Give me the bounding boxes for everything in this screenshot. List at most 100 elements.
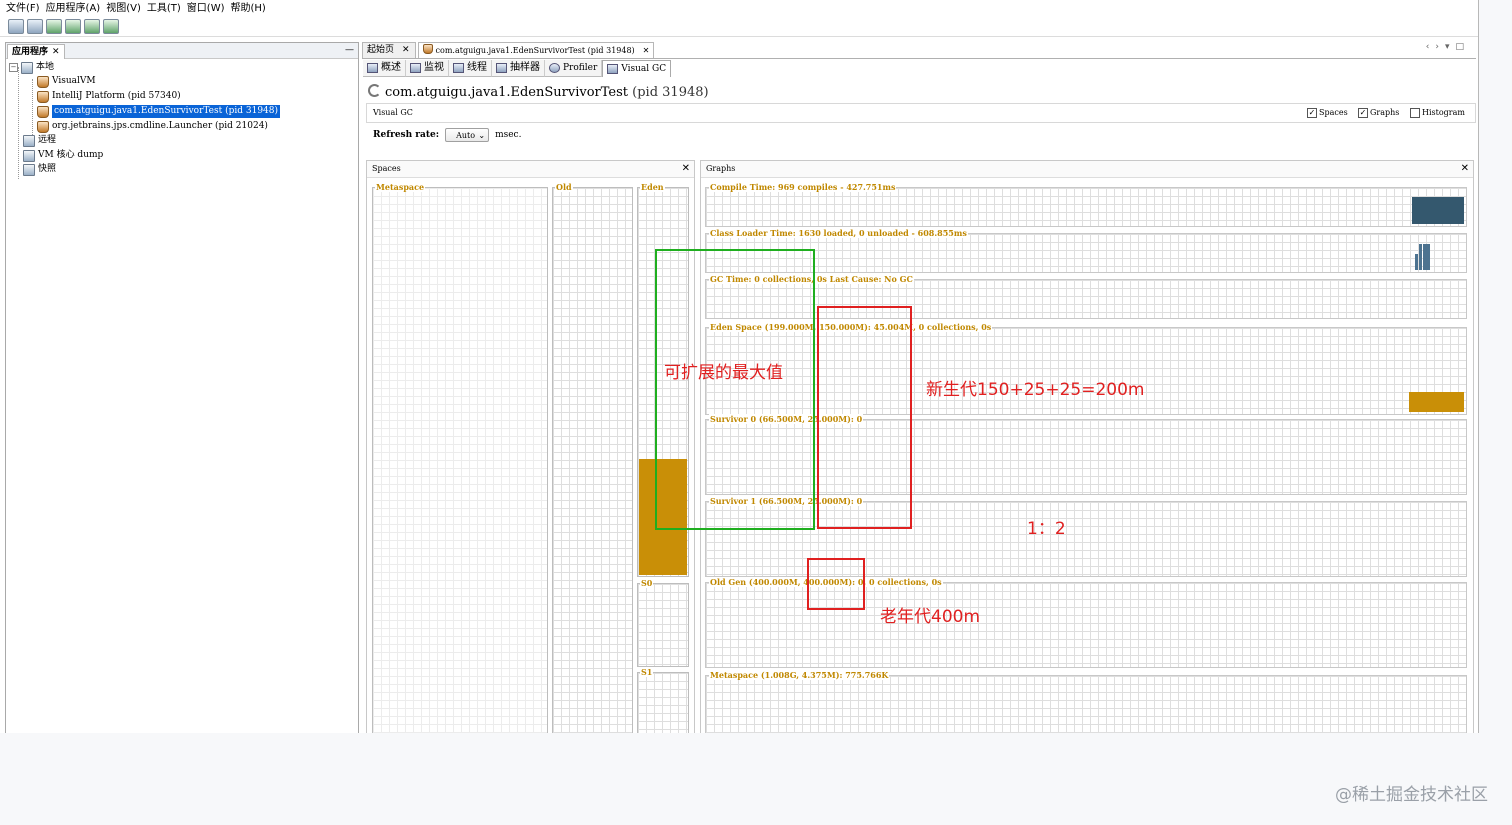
menu-file[interactable]: 文件(F) bbox=[6, 3, 40, 14]
tab-profiler[interactable]: Profiler bbox=[545, 60, 603, 77]
menu-view[interactable]: 视图(V) bbox=[106, 3, 141, 14]
profiler-icon bbox=[549, 63, 560, 73]
tab-overview-label: 概述 bbox=[381, 62, 401, 73]
metaspace-label: Metaspace bbox=[375, 182, 426, 192]
computer-icon bbox=[21, 61, 33, 74]
option-histogram[interactable]: Histogram bbox=[1410, 104, 1465, 122]
tree-label: com.atguigu.java1.EdenSurvivorTest (pid … bbox=[52, 105, 281, 118]
metaspace-graph: Metaspace (1.008G, 4.375M): 775.766K bbox=[705, 670, 1467, 733]
tab-monitor-label: 监视 bbox=[424, 62, 444, 73]
class-loader-spike bbox=[1415, 254, 1418, 270]
metaspace-gauge: Metaspace bbox=[372, 182, 548, 733]
option-spaces[interactable]: ✓Spaces bbox=[1307, 104, 1348, 122]
minimize-icon[interactable]: — bbox=[345, 45, 354, 55]
close-icon[interactable]: ✕ bbox=[52, 47, 60, 57]
threads-icon bbox=[453, 63, 464, 73]
tree-node-core-dump[interactable]: VM 核心 dump bbox=[23, 149, 103, 162]
java-app-icon bbox=[37, 120, 49, 133]
add-remote-host-icon[interactable] bbox=[65, 19, 81, 34]
tree-guide bbox=[18, 67, 19, 179]
load-dump-icon[interactable] bbox=[27, 19, 43, 34]
spaces-panel-header: Spaces ✕ bbox=[367, 161, 694, 178]
tree-node-edensurvivortest[interactable]: com.atguigu.java1.EdenSurvivorTest (pid … bbox=[37, 105, 281, 118]
tab-sampler[interactable]: 抽样器 bbox=[492, 60, 545, 77]
tab-overview[interactable]: 概述 bbox=[363, 60, 406, 77]
spaces-checkbox[interactable]: ✓ bbox=[1307, 108, 1317, 118]
old-gen-annotation-box bbox=[807, 558, 865, 610]
applications-tabbar: 应用程序✕ — bbox=[6, 43, 358, 59]
young-gen-annotation: 新生代150+25+25=200m bbox=[926, 380, 1145, 400]
graph-label: Survivor 0 (66.500M, 25.000M): 0 bbox=[709, 414, 864, 424]
tab-visual-gc[interactable]: Visual GC bbox=[602, 60, 672, 77]
young-gen-annotation-box bbox=[817, 306, 912, 529]
eden-label: Eden bbox=[640, 182, 665, 192]
graph-label: GC Time: 0 collections, 0s Last Cause: N… bbox=[709, 274, 914, 284]
option-graphs[interactable]: ✓Graphs bbox=[1358, 104, 1399, 122]
menu-applications[interactable]: 应用程序(A) bbox=[45, 3, 101, 14]
tree-node-intellij[interactable]: IntelliJ Platform (pid 57340) bbox=[37, 90, 181, 103]
close-icon[interactable]: ✕ bbox=[1460, 163, 1469, 174]
scroll-left-icon[interactable]: ‹ bbox=[1425, 42, 1436, 52]
close-icon[interactable]: ✕ bbox=[642, 46, 650, 55]
tab-applications[interactable]: 应用程序✕ bbox=[7, 44, 65, 59]
tab-sampler-label: 抽样器 bbox=[510, 62, 540, 73]
tab-threads[interactable]: 线程 bbox=[449, 60, 492, 77]
eden-fill bbox=[639, 458, 687, 575]
gc-time-graph: GC Time: 0 collections, 0s Last Cause: N… bbox=[705, 274, 1467, 319]
tree-label: 本地 bbox=[36, 62, 55, 72]
spaces-panel-title: Spaces bbox=[372, 164, 401, 173]
tree-node-snapshot[interactable]: 快照 bbox=[23, 163, 56, 176]
menubar: 文件(F) 应用程序(A) 视图(V) 工具(T) 窗口(W) 帮助(H) bbox=[0, 0, 1478, 17]
max-expand-annotation: 可扩展的最大值 bbox=[664, 363, 783, 383]
chevron-down-icon[interactable]: ▾ bbox=[1444, 42, 1456, 52]
refresh-rate-unit: msec. bbox=[495, 130, 522, 140]
refresh-spinner-icon bbox=[368, 84, 381, 97]
option-label: Spaces bbox=[1319, 108, 1348, 117]
menu-tools[interactable]: 工具(T) bbox=[146, 3, 181, 14]
tree-node-remote[interactable]: 远程 bbox=[23, 134, 56, 147]
class-loader-graph: Class Loader Time: 1630 loaded, 0 unload… bbox=[705, 228, 1467, 273]
survivor1-graph: Survivor 1 (66.500M, 25.000M): 0 bbox=[705, 496, 1467, 577]
menu-window[interactable]: 窗口(W) bbox=[186, 3, 225, 14]
add-vm-coredump-icon[interactable] bbox=[84, 19, 100, 34]
eden-space-graph: Eden Space (199.000M, 150.000M): 45.004M… bbox=[705, 322, 1467, 415]
eden-usage-bar bbox=[1409, 392, 1464, 412]
maximize-icon[interactable]: □ bbox=[1455, 42, 1470, 52]
option-label: Histogram bbox=[1422, 108, 1465, 117]
sampler-icon bbox=[496, 63, 507, 73]
graphs-checkbox[interactable]: ✓ bbox=[1358, 108, 1368, 118]
add-jmx-icon[interactable] bbox=[46, 19, 62, 34]
java-app-icon bbox=[423, 44, 433, 54]
old-gen-graph: Old Gen (400.000M, 400.000M): 0, 0 colle… bbox=[705, 577, 1467, 668]
scroll-right-icon[interactable]: › bbox=[1435, 42, 1445, 52]
old-gen-annotation: 老年代400m bbox=[880, 607, 981, 627]
tab-edensurvivortest[interactable]: com.atguigu.java1.EdenSurvivorTest (pid … bbox=[418, 42, 655, 58]
collapse-icon[interactable]: − bbox=[9, 63, 18, 72]
tree-node-visualvm[interactable]: VisualVM bbox=[37, 75, 96, 88]
load-snapshot-icon[interactable] bbox=[8, 19, 24, 34]
tree-label: VisualVM bbox=[52, 76, 96, 86]
tree-node-local[interactable]: − 本地 bbox=[9, 61, 54, 74]
tab-start-page-label: 起始页 bbox=[367, 45, 395, 55]
max-expand-annotation-box bbox=[655, 249, 815, 530]
tree-label: org.jetbrains.jps.cmdline.Launcher (pid … bbox=[52, 121, 268, 131]
histogram-checkbox[interactable] bbox=[1410, 108, 1420, 118]
graphs-panel-header: Graphs ✕ bbox=[701, 161, 1473, 178]
refresh-rate-select[interactable]: Auto⌄ bbox=[445, 128, 490, 142]
tree-label: 远程 bbox=[38, 135, 57, 145]
core-dump-icon bbox=[23, 149, 35, 162]
tree-node-jps-launcher[interactable]: org.jetbrains.jps.cmdline.Launcher (pid … bbox=[37, 120, 268, 133]
visualvm-window: 文件(F) 应用程序(A) 视图(V) 工具(T) 窗口(W) 帮助(H) 应用… bbox=[0, 0, 1479, 733]
visual-gc-label: Visual GC bbox=[373, 108, 413, 117]
tab-monitor[interactable]: 监视 bbox=[406, 60, 449, 77]
java-app-icon bbox=[37, 90, 49, 103]
tab-start-page[interactable]: 起始页 ✕ bbox=[362, 42, 416, 58]
add-snapshot-icon[interactable] bbox=[103, 19, 119, 34]
java-app-icon bbox=[37, 105, 49, 118]
survivor0-gauge: S0 bbox=[637, 578, 689, 667]
close-icon[interactable]: ✕ bbox=[681, 163, 690, 174]
survivor0-graph: Survivor 0 (66.500M, 25.000M): 0 bbox=[705, 414, 1467, 495]
menu-help[interactable]: 帮助(H) bbox=[230, 3, 266, 14]
process-pid: (pid 31948) bbox=[632, 85, 709, 100]
close-icon[interactable]: ✕ bbox=[402, 45, 410, 55]
